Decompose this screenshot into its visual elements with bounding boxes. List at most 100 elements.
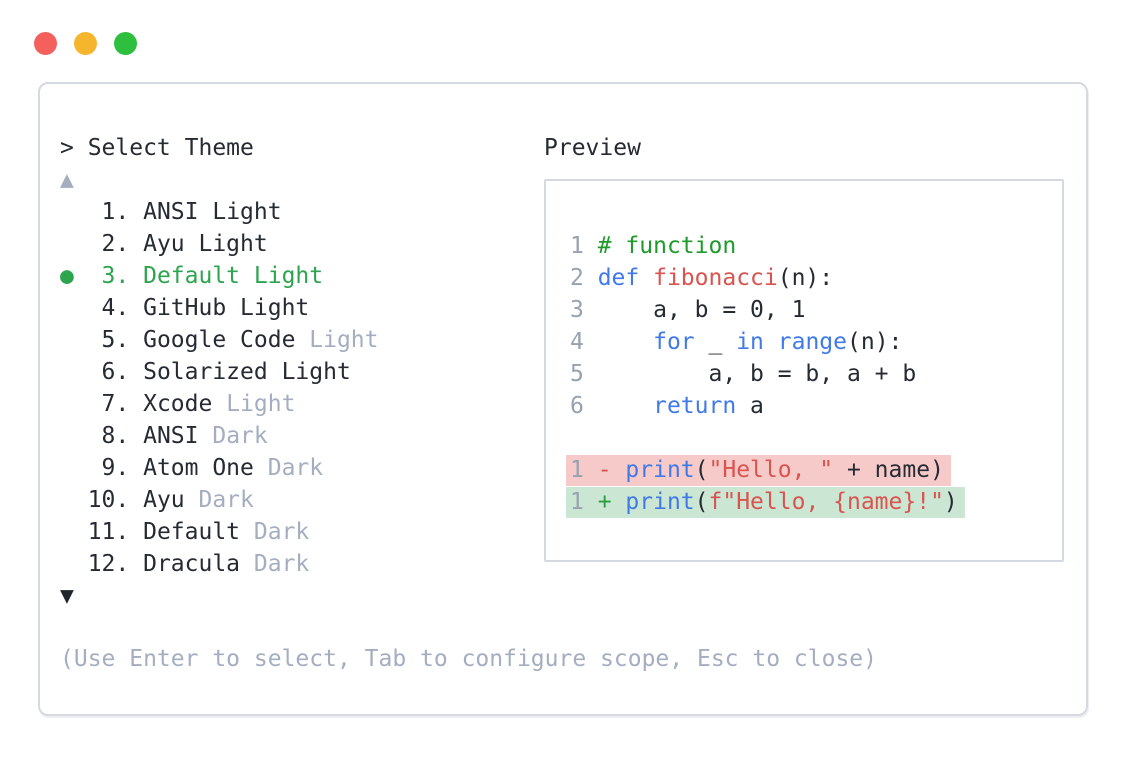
code-token: range xyxy=(777,329,847,355)
theme-item-number: 3. xyxy=(87,263,144,289)
code-token: # function xyxy=(597,233,737,259)
code-line: 6 return a xyxy=(570,390,965,422)
theme-item-name: Solarized xyxy=(143,359,282,385)
minimize-button[interactable] xyxy=(74,32,97,55)
marker-space xyxy=(60,327,88,353)
theme-list-section: > Select Theme ▲ 1. ANSI Light 2. Ayu Li… xyxy=(60,132,379,612)
code-token xyxy=(598,329,653,355)
line-number: 4 xyxy=(570,329,598,355)
theme-list-item[interactable]: 6. Solarized Light xyxy=(60,356,379,388)
code-token xyxy=(764,329,778,355)
theme-item-name: GitHub xyxy=(143,295,241,321)
blank-line xyxy=(570,422,965,454)
preview-title: Preview xyxy=(544,135,641,161)
theme-item-name: ANSI xyxy=(143,423,213,449)
code-line: 5 a, b = b, a + b xyxy=(570,358,965,390)
zoom-button[interactable] xyxy=(114,32,137,55)
code-token xyxy=(639,265,653,291)
theme-item-variant: Light xyxy=(198,231,268,257)
code-token: - xyxy=(597,457,626,483)
theme-list-item[interactable]: ● 3. Default Light xyxy=(60,260,379,292)
marker-space xyxy=(60,391,88,417)
code-line: 3 a, b = 0, 1 xyxy=(570,294,965,326)
theme-list-item[interactable]: 2. Ayu Light xyxy=(60,228,379,260)
marker-space xyxy=(60,423,88,449)
theme-item-number: 7. xyxy=(87,391,144,417)
theme-list-item[interactable]: 10. Ayu Dark xyxy=(60,484,379,516)
code-token: a xyxy=(736,393,764,419)
code-token: in xyxy=(736,329,764,355)
code-token: fibonacci xyxy=(653,265,778,291)
scroll-down-indicator[interactable]: ▼ xyxy=(60,580,379,612)
line-number: 6 xyxy=(570,393,598,419)
theme-item-variant: Dark xyxy=(198,487,254,513)
line-number: 1 xyxy=(570,457,598,483)
theme-list: 1. ANSI Light 2. Ayu Light● 3. Default L… xyxy=(60,196,379,580)
theme-item-name: Atom One xyxy=(143,455,268,481)
theme-list-item[interactable]: 9. Atom One Dark xyxy=(60,452,379,484)
code-token: ( xyxy=(694,489,709,515)
marker-space xyxy=(60,295,88,321)
window-controls xyxy=(34,32,137,55)
theme-item-variant: Dark xyxy=(253,519,310,545)
code-line: 2 def fibonacci(n): xyxy=(570,262,965,294)
line-number: 1 xyxy=(570,233,598,259)
theme-list-item[interactable]: 5. Google Code Light xyxy=(60,324,379,356)
theme-list-item[interactable]: 1. ANSI Light xyxy=(60,196,379,228)
theme-item-number: 8. xyxy=(87,423,144,449)
code-token: + xyxy=(597,489,626,515)
theme-item-variant: Light xyxy=(226,391,296,417)
marker-space xyxy=(60,199,88,225)
help-text: (Use Enter to select, Tab to configure s… xyxy=(60,646,877,672)
code-token: a, b = b, a + b xyxy=(597,361,917,387)
theme-item-number: 2. xyxy=(87,231,144,257)
theme-item-number: 12. xyxy=(87,551,144,577)
theme-item-number: 1. xyxy=(87,199,144,225)
close-button[interactable] xyxy=(34,32,57,55)
theme-item-variant: Light xyxy=(309,327,379,353)
theme-list-item[interactable]: 11. Default Dark xyxy=(60,516,379,548)
line-number: 5 xyxy=(570,361,598,387)
diff-highlight-added: 1 + print(f"Hello, {name}!") xyxy=(566,487,965,518)
triangle-up-icon: ▲ xyxy=(60,167,74,193)
theme-item-name: Dracula xyxy=(143,551,254,577)
theme-item-variant: Dark xyxy=(212,423,268,449)
scroll-up-indicator[interactable]: ▲ xyxy=(60,164,379,196)
theme-item-name: Ayu xyxy=(143,487,199,513)
diff-line-removed: 1 - print("Hello, " + name) xyxy=(566,454,965,486)
theme-picker-panel: > Select Theme ▲ 1. ANSI Light 2. Ayu Li… xyxy=(38,82,1088,716)
theme-list-item[interactable]: 7. Xcode Light xyxy=(60,388,379,420)
theme-item-variant: Light xyxy=(253,263,324,289)
theme-item-variant: Light xyxy=(240,295,310,321)
prompt-line: > Select Theme xyxy=(60,132,379,164)
marker-space xyxy=(60,519,88,545)
diff-highlight-removed: 1 - print("Hello, " + name) xyxy=(566,455,951,486)
theme-list-item[interactable]: 8. ANSI Dark xyxy=(60,420,379,452)
theme-item-name: Xcode xyxy=(143,391,227,417)
triangle-down-icon: ▼ xyxy=(60,583,74,609)
code-line: 1 # function xyxy=(570,230,965,262)
theme-item-name: Default xyxy=(143,263,254,289)
theme-item-number: 11. xyxy=(87,519,144,545)
theme-list-item[interactable]: 12. Dracula Dark xyxy=(60,548,379,580)
selected-dot-icon: ● xyxy=(60,263,88,289)
theme-list-item[interactable]: 4. GitHub Light xyxy=(60,292,379,324)
theme-item-name: Google Code xyxy=(143,327,310,353)
diff-line-added: 1 + print(f"Hello, {name}!") xyxy=(566,486,965,518)
code-line: 4 for _ in range(n): xyxy=(570,326,965,358)
code-token: a, b = 0, 1 xyxy=(597,297,806,323)
theme-item-variant: Light xyxy=(281,359,351,385)
theme-item-name: Ayu xyxy=(143,231,199,257)
line-number: 1 xyxy=(570,489,598,515)
code-token: ( xyxy=(694,457,709,483)
marker-space xyxy=(60,231,88,257)
marker-space xyxy=(60,359,88,385)
code-token: (n): xyxy=(847,329,903,355)
code-token: _ xyxy=(694,329,737,355)
theme-item-number: 9. xyxy=(87,455,144,481)
marker-space xyxy=(60,455,88,481)
theme-item-variant: Dark xyxy=(267,455,324,481)
code-token: print xyxy=(625,457,695,483)
